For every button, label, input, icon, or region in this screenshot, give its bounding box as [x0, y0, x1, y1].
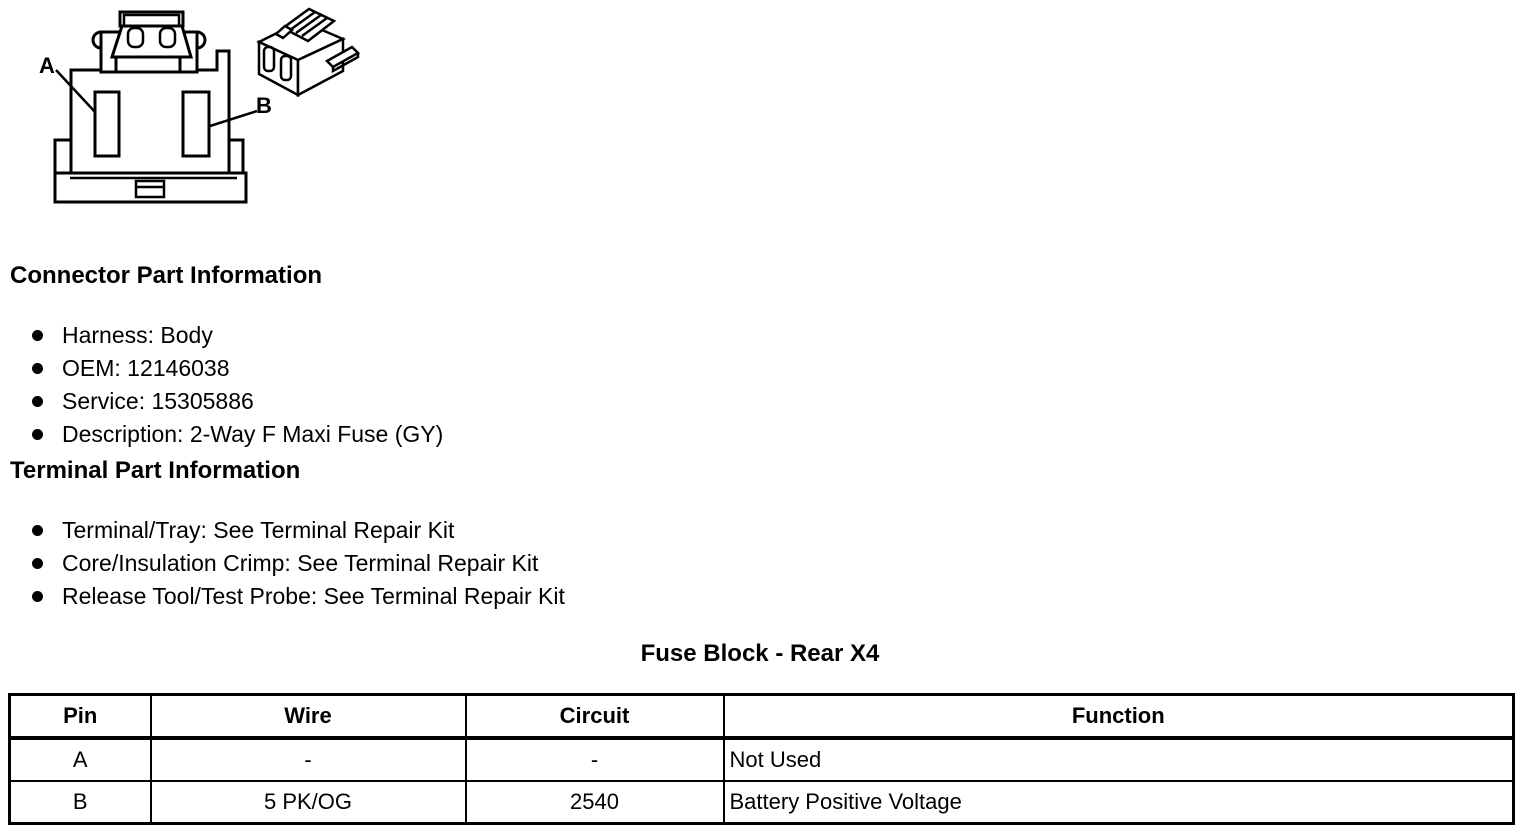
connector-front-view: A B: [39, 10, 272, 204]
column-header-function: Function: [722, 693, 1515, 740]
list-item: Core/Insulation Crimp: See Terminal Repa…: [10, 550, 565, 576]
bullet-icon: [32, 395, 43, 407]
bullet-text: Release Tool/Test Probe: See Terminal Re…: [62, 583, 565, 609]
cell-pin: A: [8, 737, 152, 782]
cell-function: Not Used: [722, 737, 1515, 782]
cell-circuit: -: [464, 737, 725, 782]
bullet-icon: [32, 362, 43, 374]
bullet-icon: [32, 590, 43, 602]
connector-part-information-section: Connector Part Information Harness: Body…: [10, 262, 443, 454]
table-row: B 5 PK/OG 2540 Battery Positive Voltage: [8, 780, 1515, 825]
column-header-circuit: Circuit: [464, 693, 725, 740]
bullet-text: Service: 15305886: [62, 388, 254, 414]
bullet-icon: [32, 329, 43, 341]
list-item: Harness: Body: [10, 322, 443, 348]
connector-diagram: A B: [39, 7, 361, 204]
connector-latch: [91, 10, 207, 74]
list-item: Description: 2-Way F Maxi Fuse (GY): [10, 421, 443, 447]
cell-wire: 5 PK/OG: [149, 780, 467, 825]
column-header-wire: Wire: [149, 693, 467, 740]
terminal-slot-b: [181, 90, 211, 158]
connector-3d-view: [256, 7, 361, 98]
bullet-text: Description: 2-Way F Maxi Fuse (GY): [62, 421, 444, 447]
section-heading: Connector Part Information: [10, 262, 323, 289]
table-title: Fuse Block - Rear X4: [640, 640, 880, 667]
list-item: OEM: 12146038: [10, 355, 443, 381]
bullet-text: Harness: Body: [62, 322, 213, 348]
pin-a-leader-line: [55, 69, 96, 113]
bullet-icon: [32, 557, 43, 569]
pin-b-label: B: [256, 93, 272, 118]
table-header-row: Pin Wire Circuit Function: [8, 693, 1515, 740]
terminal-slot-a: [93, 90, 121, 158]
list-item: Terminal/Tray: See Terminal Repair Kit: [10, 517, 565, 543]
bullet-text: OEM: 12146038: [62, 355, 230, 381]
terminal-part-information-section: Terminal Part Information Terminal/Tray:…: [10, 457, 565, 616]
terminal-bullet-list: Terminal/Tray: See Terminal Repair Kit C…: [10, 517, 565, 609]
connector-bullet-list: Harness: Body OEM: 12146038 Service: 153…: [10, 322, 443, 447]
cell-function: Battery Positive Voltage: [722, 780, 1515, 825]
section-heading: Terminal Part Information: [10, 457, 301, 484]
column-header-pin: Pin: [8, 693, 152, 740]
list-item: Release Tool/Test Probe: See Terminal Re…: [10, 583, 565, 609]
table-row: A - - Not Used: [8, 737, 1515, 782]
cell-wire: -: [149, 737, 467, 782]
bullet-text: Terminal/Tray: See Terminal Repair Kit: [62, 517, 455, 543]
cell-pin: B: [8, 780, 152, 825]
pin-b-leader-line: [209, 109, 258, 128]
list-item: Service: 15305886: [10, 388, 443, 414]
cell-circuit: 2540: [464, 780, 725, 825]
bullet-icon: [32, 428, 43, 440]
bullet-icon: [32, 524, 43, 536]
bullet-text: Core/Insulation Crimp: See Terminal Repa…: [62, 550, 539, 576]
pinout-table: Pin Wire Circuit Function A - - Not Used…: [8, 693, 1515, 825]
pin-a-label: A: [39, 53, 55, 78]
